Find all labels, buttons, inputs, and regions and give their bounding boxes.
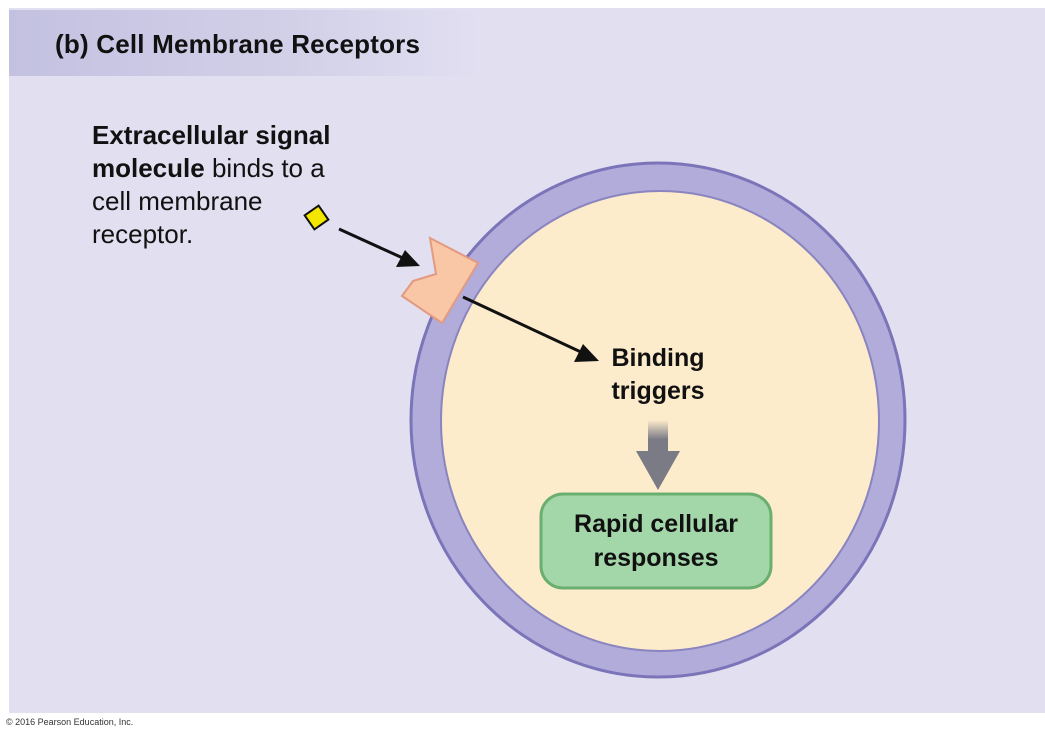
signal-label-line4: receptor. xyxy=(92,219,194,249)
response-label-line1: Rapid cellular xyxy=(574,510,738,538)
signal-molecule-icon xyxy=(303,204,330,231)
trigger-arrow-line xyxy=(462,295,584,355)
gray-down-arrow-icon xyxy=(636,451,680,490)
signal-label-line3: cell membrane xyxy=(92,186,263,216)
signal-label-line2-bold: molecule xyxy=(92,153,205,183)
binding-arrow-line xyxy=(338,227,406,261)
signal-molecule-label: Extracellular signal molecule binds to a… xyxy=(92,119,412,251)
figure-title: (b) Cell Membrane Receptors xyxy=(55,29,421,59)
response-box xyxy=(539,492,773,590)
signal-label-line1: Extracellular signal xyxy=(92,120,331,150)
binding-triggers-label: Binding triggers xyxy=(583,342,733,408)
rapid-responses-label: Rapid cellular responses xyxy=(544,507,768,575)
title-bar xyxy=(9,10,479,76)
trigger-arrowhead-icon xyxy=(574,344,599,362)
binding-arrowhead-icon xyxy=(396,250,420,267)
signal-label-line2: binds to a xyxy=(204,153,325,183)
membrane-receptor xyxy=(400,236,480,325)
response-label-line2: responses xyxy=(593,544,719,572)
binding-label-line2: triggers xyxy=(611,377,705,405)
copyright-text: © 2016 Pearson Education, Inc. xyxy=(6,717,134,727)
binding-label-line1: Binding xyxy=(611,344,705,372)
gray-arrow-shaft xyxy=(648,420,668,455)
